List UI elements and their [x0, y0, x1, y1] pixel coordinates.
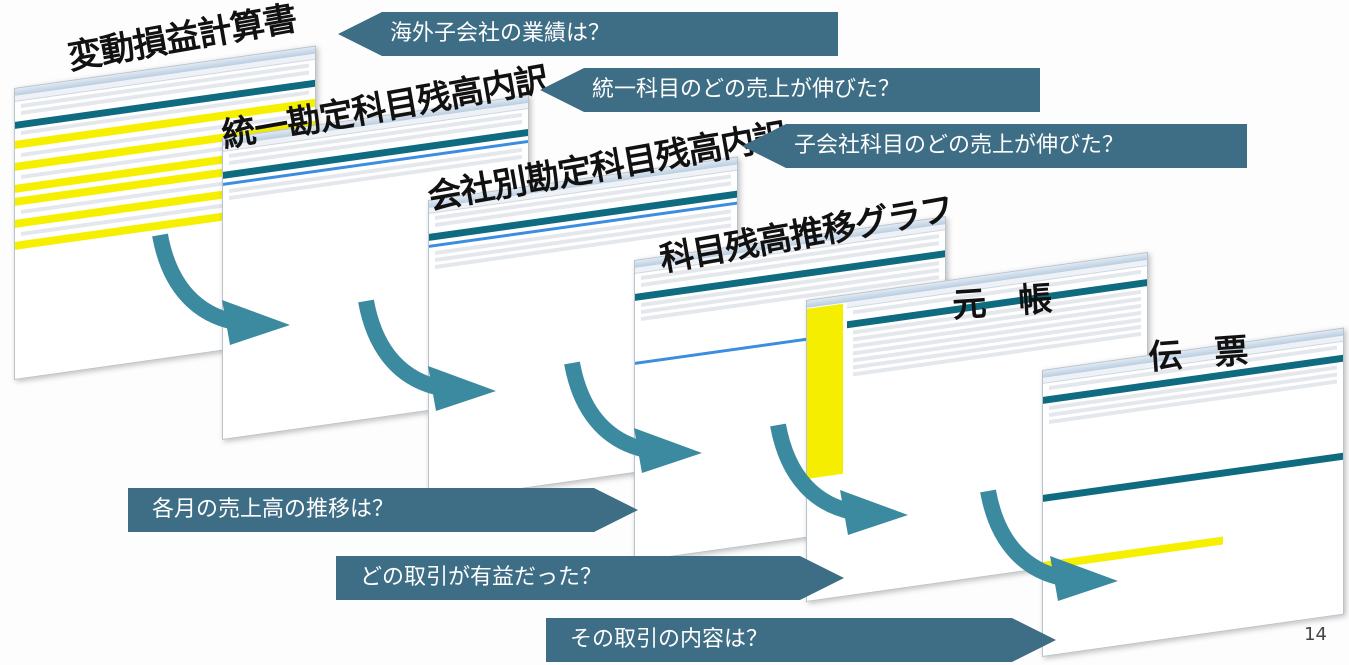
title-voucher: 伝 票	[1147, 331, 1249, 379]
question-monthly-sales-trend: 各月の売上高の推移は？	[128, 488, 638, 532]
page-number: 14	[1304, 624, 1327, 645]
drilldown-arrow-1	[152, 233, 290, 345]
question-profitable-transactions: どの取引が有益だった？	[336, 556, 844, 600]
drilldown-arrow-2	[358, 299, 496, 411]
title-ledger: 元 帳	[951, 279, 1053, 327]
drilldown-arrow-3	[564, 361, 702, 473]
question-subsidiary-sales-growth: 子会社科目のどの売上が伸びた？	[742, 124, 1247, 168]
question-unified-sales-growth: 統一科目のどの売上が伸びた？	[540, 68, 1040, 112]
drilldown-arrow-4	[770, 423, 908, 535]
question-overseas-performance: 海外子会社の業績は？	[338, 12, 838, 56]
drilldown-arrow-5	[980, 489, 1118, 601]
question-transaction-details: その取引の内容は？	[546, 618, 1056, 662]
